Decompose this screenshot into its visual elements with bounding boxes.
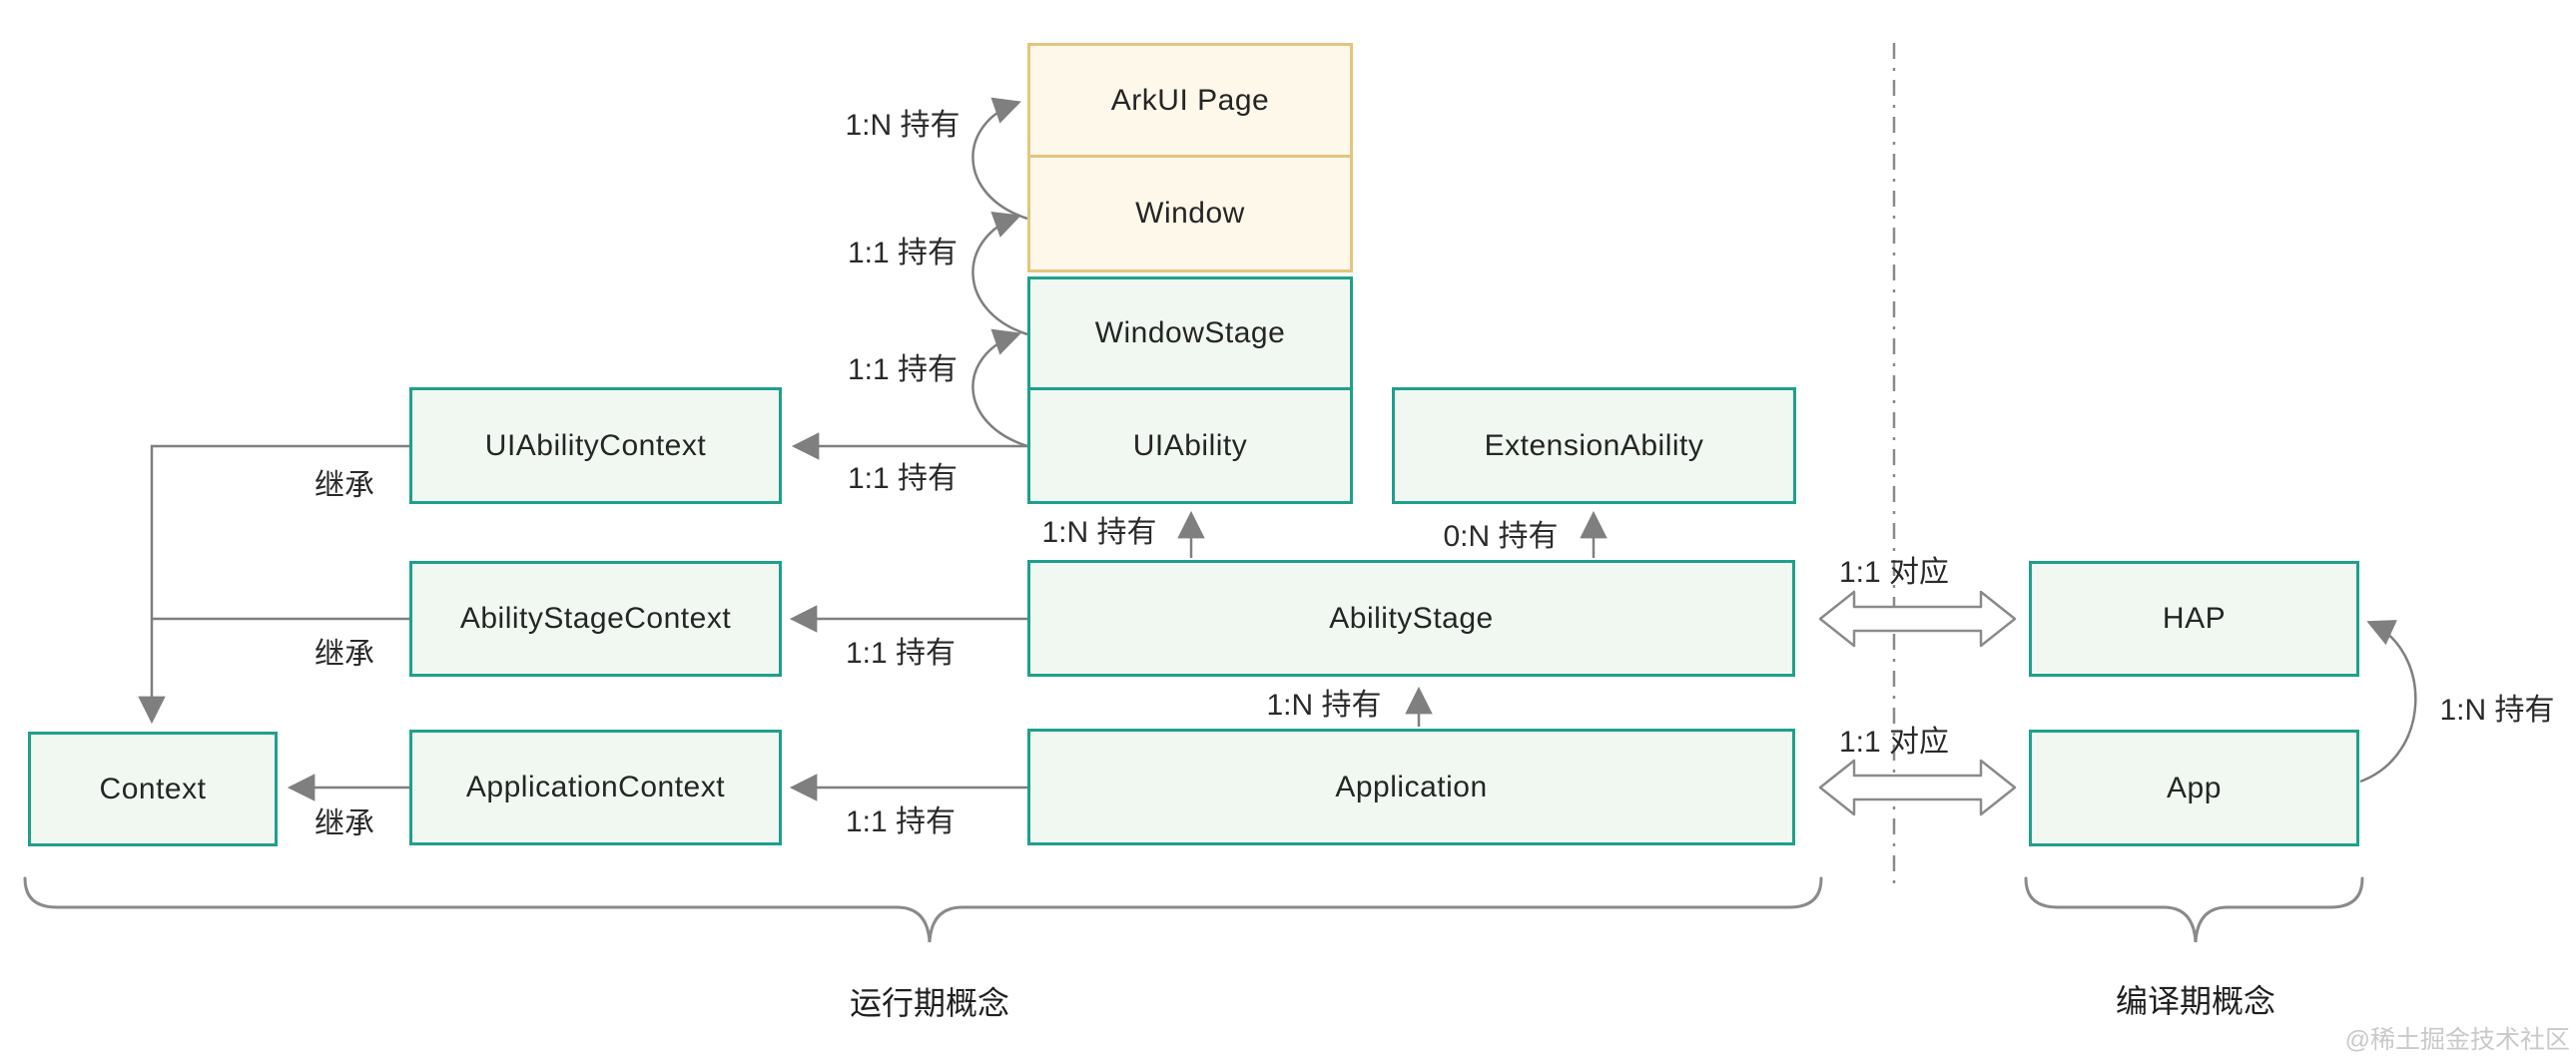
node-arkui-page-label: ArkUI Page <box>1110 83 1270 117</box>
edge-label-application-holds-context: 1:1 持有 <box>845 805 957 838</box>
edge-label-application-holds-abilitystage: 1:N 持有 <box>1266 689 1382 722</box>
node-windowstage-label: WindowStage <box>1094 316 1286 349</box>
watermark-juejin: @稀土掘金技术社区 <box>2344 1026 2570 1054</box>
node-application: Application <box>1027 729 1795 845</box>
edge-label-abilitystagecontext-inherit: 继承 <box>315 638 374 671</box>
edge-label-uiability-holds-windowstage: 1:1 持有 <box>847 353 959 386</box>
edge-uiability-to-windowstage-curve <box>971 328 1028 448</box>
node-abilitystage: AbilityStage <box>1027 560 1795 677</box>
edge-windowstage-to-window-curve <box>971 212 1028 336</box>
edge-label-abilitystage-holds-context: 1:1 持有 <box>845 637 957 670</box>
compile-underbrace <box>2024 876 2364 943</box>
group-label-runtime-concepts: 运行期概念 <box>849 985 1010 1021</box>
edge-label-app-holds-hap: 1:N 持有 <box>2439 694 2555 727</box>
node-applicationcontext-label: ApplicationContext <box>465 771 726 803</box>
node-app: App <box>2029 730 2359 846</box>
edge-label-application-maps-app: 1:1 对应 <box>1838 726 1950 759</box>
edge-label-windowstage-holds-window: 1:1 持有 <box>847 237 959 269</box>
node-context-label: Context <box>99 772 207 805</box>
node-window: Window <box>1027 155 1353 272</box>
node-uiabilitycontext: UIAbilityContext <box>409 387 782 504</box>
edge-label-abilitystage-holds-uiability: 1:N 持有 <box>1041 516 1157 549</box>
runtime-underbrace <box>23 876 1823 943</box>
node-applicationcontext: ApplicationContext <box>409 730 782 845</box>
node-uiability-label: UIAbility <box>1132 428 1248 462</box>
node-hap-label: HAP <box>2162 602 2227 635</box>
node-uiability: UIAbility <box>1027 387 1353 504</box>
double-arrow-application-app <box>1818 759 2017 816</box>
edge-label-uiabilitycontext-inherit: 继承 <box>315 469 374 502</box>
node-abilitystagecontext-label: AbilityStageContext <box>459 602 732 635</box>
edge-label-abilitystage-holds-extension: 0:N 持有 <box>1443 520 1559 553</box>
edge-uiabilitycontext-elbow <box>138 444 409 725</box>
group-label-compile-concepts: 编译期概念 <box>2115 983 2276 1019</box>
node-abilitystage-label: AbilityStage <box>1329 601 1494 635</box>
edge-app-to-hap-curve <box>2359 620 2417 784</box>
node-app-label: App <box>2167 771 2222 804</box>
edge-window-to-arkuipage-curve <box>971 97 1028 221</box>
edge-label-window-holds-arkuipage: 1:N 持有 <box>845 109 961 142</box>
node-context: Context <box>28 732 278 846</box>
node-windowstage: WindowStage <box>1027 276 1353 390</box>
edge-label-uiability-holds-context: 1:1 持有 <box>847 462 959 495</box>
node-extensionability-label: ExtensionAbility <box>1484 428 1704 462</box>
node-application-label: Application <box>1335 770 1488 803</box>
double-arrow-abilitystage-hap <box>1818 590 2017 648</box>
edge-label-abilitystage-maps-hap: 1:1 对应 <box>1838 556 1950 589</box>
node-abilitystagecontext: AbilityStageContext <box>409 561 782 677</box>
node-hap: HAP <box>2029 561 2359 677</box>
edge-label-applicationcontext-inherit: 继承 <box>315 807 374 840</box>
node-extensionability: ExtensionAbility <box>1392 387 1796 504</box>
node-window-label: Window <box>1135 197 1245 230</box>
node-uiabilitycontext-label: UIAbilityContext <box>484 428 707 462</box>
node-arkui-page: ArkUI Page <box>1027 43 1353 158</box>
